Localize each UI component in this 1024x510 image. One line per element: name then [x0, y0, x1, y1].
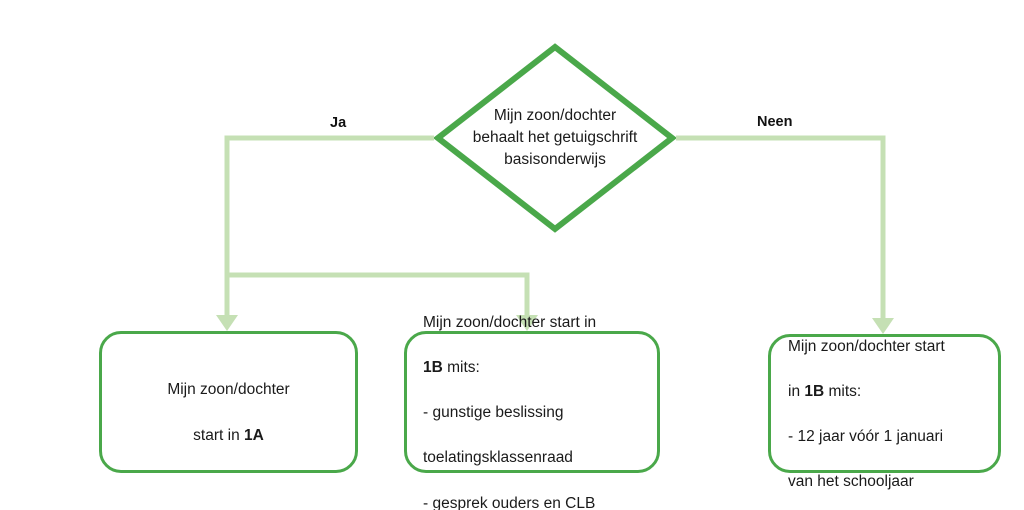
line-text: Mijn zoon/dochter start: [788, 337, 945, 355]
line-emphasis: 1B: [423, 358, 443, 376]
line-text: Mijn zoon/dochter start in: [423, 313, 597, 331]
diamond-shape: [434, 43, 676, 233]
edge-yes-path: [224, 135, 434, 324]
arrowhead-to-box-1a: [216, 315, 238, 331]
line-text: - gesprek ouders en CLB: [423, 494, 596, 510]
outcome-box-1a: Mijn zoon/dochter start in 1A: [99, 331, 358, 473]
outcome-box-1b-right: Mijn zoon/dochter start in 1B mits: - 12…: [768, 334, 1001, 490]
outcome-box-1b-right-label: Mijn zoon/dochter start in 1B mits: - 12…: [771, 313, 998, 494]
arrowhead-to-box-1b-left: [516, 315, 538, 331]
line-text: mits:: [824, 382, 862, 400]
line-text: Mijn zoon/dochter: [167, 381, 290, 399]
line-text: toelatingsklassenraad: [423, 449, 573, 467]
line-text: start in: [193, 426, 244, 444]
outcome-box-1a-label: Mijn zoon/dochter start in 1A: [102, 357, 355, 448]
arrowhead-to-box-1b-right: [872, 318, 894, 334]
decision-label: Mijn zoon/dochter behaalt het getuigschr…: [472, 107, 638, 168]
outcome-box-1b-left-label: Mijn zoon/dochter start in 1B mits: - gu…: [407, 289, 657, 510]
edge-no-path: [676, 135, 886, 324]
line-text: mits:: [442, 358, 480, 376]
edge-label-neen: Neen: [757, 114, 793, 130]
edge-label-ja: Ja: [330, 115, 347, 131]
line-emphasis: 1B: [804, 382, 825, 400]
line-emphasis: 1A: [244, 426, 264, 444]
line-text: in: [788, 382, 805, 400]
decision-diamond: Mijn zoon/dochter behaalt het getuigschr…: [434, 43, 676, 233]
line-text: van het schooljaar: [788, 473, 914, 491]
line-text: - 12 jaar vóór 1 januari: [788, 428, 944, 446]
edge-yes-branch-path: [227, 272, 530, 324]
line-text: - gunstige beslissing: [423, 404, 564, 421]
outcome-box-1b-left: Mijn zoon/dochter start in 1B mits: - gu…: [404, 314, 660, 510]
